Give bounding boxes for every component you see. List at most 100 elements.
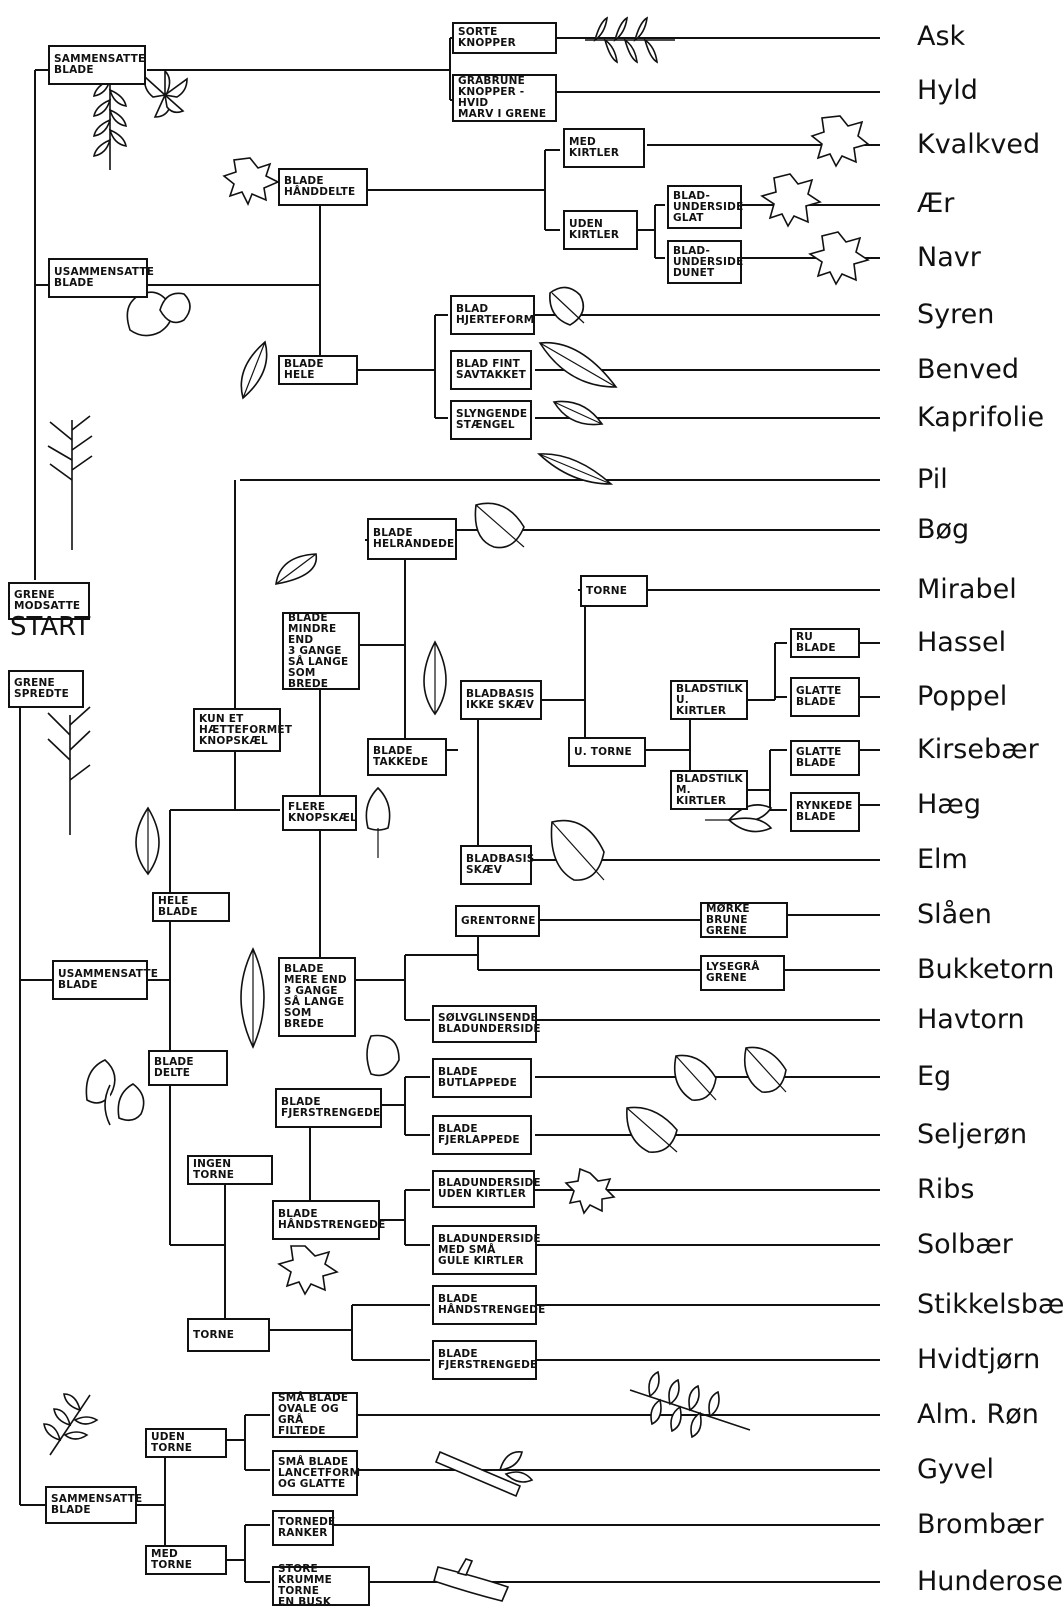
- species-label: Kaprifolie: [917, 402, 1045, 433]
- leaf-illustration: [126, 291, 191, 337]
- leaf-illustration: [434, 1450, 534, 1498]
- key-box: BLAD- UNDERSIDE DUNET: [667, 240, 743, 284]
- leaf-illustration: [538, 341, 618, 388]
- species-label: Navr: [917, 242, 981, 273]
- tree-connector-lines: [19, 37, 787, 1583]
- key-box: UDEN KIRTLER: [563, 210, 638, 250]
- leaf-illustration: [564, 1167, 616, 1215]
- species-label: Bukketorn: [917, 954, 1055, 985]
- key-box: GLATTE BLADE: [790, 740, 860, 776]
- leaf-illustration: [705, 804, 773, 833]
- species-label: Hyld: [917, 75, 978, 106]
- leaf-illustration: [143, 69, 188, 118]
- key-box: BLADE HÅNDSTRENGEDE: [272, 1200, 385, 1240]
- species-label: Hunderose: [917, 1566, 1063, 1597]
- key-box: BLADUNDERSIDE MED SMÅ GULE KIRTLER: [432, 1225, 541, 1275]
- species-label: Hassel: [917, 627, 1007, 658]
- key-box: GLATTE BLADE: [790, 677, 860, 717]
- species-label: Brombær: [917, 1509, 1044, 1540]
- key-box: BLADE MERE END 3 GANGE SÅ LANGE SOM BRED…: [278, 957, 356, 1037]
- leaf-illustration: [275, 553, 318, 585]
- key-box: TORNEDE RANKER: [272, 1510, 335, 1546]
- key-box: TORNE: [580, 575, 648, 607]
- key-box: U. TORNE: [568, 737, 646, 767]
- species-label: Stikkelsbær: [917, 1289, 1063, 1320]
- key-box: SLYNGENDE STÆNGEL: [450, 400, 532, 440]
- leaf-illustration: [629, 1370, 751, 1439]
- key-box: MED TORNE: [145, 1545, 227, 1575]
- key-box: MØRKE BRUNE GRENE: [700, 902, 788, 938]
- key-box: GRÅBRUNE KNOPPER - HVID MARV I GRENE: [452, 74, 557, 122]
- leaf-illustration: [549, 286, 585, 326]
- species-label: Eg: [917, 1061, 952, 1092]
- key-box: SMÅ BLADE OVALE OG GRÅ FILTEDE: [272, 1392, 358, 1438]
- species-label: Poppel: [917, 681, 1008, 712]
- key-box: FLERE KNOPSKÆL: [282, 795, 357, 831]
- key-box: GRENE SPREDTE: [8, 670, 84, 708]
- leaf-illustration: [365, 786, 391, 858]
- species-label: Ribs: [917, 1174, 975, 1205]
- key-box: HELE BLADE: [152, 892, 230, 922]
- leaf-illustration: [277, 1245, 339, 1296]
- leaf-illustration: [673, 1054, 717, 1101]
- key-box: RU BLADE: [790, 628, 860, 658]
- species-label: Alm. Røn: [917, 1399, 1039, 1430]
- key-box: BLADE HÅNDSTRENGEDE: [432, 1285, 545, 1325]
- key-box: BLAD- UNDERSIDE GLAT: [667, 185, 743, 229]
- species-label: Hæg: [917, 789, 981, 820]
- key-box: SORTE KNOPPER: [452, 22, 557, 54]
- species-label: Kvalkved: [917, 129, 1041, 160]
- key-box: MED KIRTLER: [563, 128, 645, 168]
- species-label: Pil: [917, 464, 948, 495]
- key-box: BLADE HELRANDEDE: [367, 518, 457, 560]
- key-box: SØLVGLINSENDE BLADUNDERSIDE: [432, 1005, 541, 1043]
- leaf-illustration: [104, 1084, 111, 1126]
- species-connector-lines: [240, 37, 880, 1583]
- key-box: TORNE: [187, 1318, 270, 1352]
- start-label: START: [10, 612, 91, 642]
- key-box: INGEN TORNE: [187, 1155, 273, 1185]
- leaf-illustration: [474, 502, 525, 549]
- key-box: BLADE HELE: [278, 355, 358, 385]
- key-box: KUN ET HÆTTEFORMET KNOPSKÆL: [193, 708, 292, 752]
- key-box: RYNKEDE BLADE: [790, 792, 860, 832]
- key-box: SMÅ BLADE LANCETFORM OG GLATTE: [272, 1450, 360, 1496]
- key-box: UDEN TORNE: [145, 1428, 227, 1458]
- species-label: Ær: [917, 188, 955, 219]
- key-box: USAMMENSATTE BLADE: [52, 960, 158, 1000]
- species-label: Benved: [917, 354, 1019, 385]
- key-box: BLADE TAKKEDE: [367, 738, 447, 776]
- leaf-illustration: [552, 400, 604, 426]
- species-label: Bøg: [917, 514, 970, 545]
- key-box: BLADE FJERSTRENGEDE: [275, 1088, 382, 1128]
- leaf-illustration: [810, 115, 870, 168]
- leaf-illustration: [222, 157, 280, 206]
- species-label: Slåen: [917, 899, 992, 930]
- key-box: BLADBASIS IKKE SKÆV: [460, 680, 542, 720]
- key-box: LYSEGRÅ GRENE: [700, 955, 785, 991]
- key-box: BLADBASIS SKÆV: [460, 845, 534, 885]
- species-label: Kirsebær: [917, 734, 1039, 765]
- species-label: Ask: [917, 21, 966, 52]
- leaf-illustration: [85, 1059, 145, 1122]
- leaf-illustration: [240, 340, 268, 400]
- leaf-illustration: [366, 1034, 400, 1077]
- leaf-illustration: [743, 1046, 787, 1093]
- species-label: Elm: [917, 844, 968, 875]
- leaf-illustration: [626, 1106, 678, 1153]
- leaf-illustration: [47, 415, 93, 550]
- species-label: Gyvel: [917, 1454, 994, 1485]
- key-box: USAMMENSATTE BLADE: [48, 258, 154, 298]
- key-box: SAMMENSATTE BLADE: [48, 45, 146, 85]
- leaf-illustration: [240, 947, 265, 1049]
- key-box: BLADSTILK M. KIRTLER: [670, 770, 748, 810]
- key-box: BLAD FINT SAVTAKKET: [450, 350, 532, 390]
- key-box: SAMMENSATTE BLADE: [45, 1486, 142, 1524]
- leaf-illustration: [808, 231, 870, 286]
- leaf-illustration: [537, 453, 614, 485]
- leaf-illustration: [135, 806, 160, 876]
- species-label: Hvidtjørn: [917, 1344, 1041, 1375]
- leaf-illustration: [550, 819, 605, 881]
- leaf-illustration: [433, 1558, 510, 1602]
